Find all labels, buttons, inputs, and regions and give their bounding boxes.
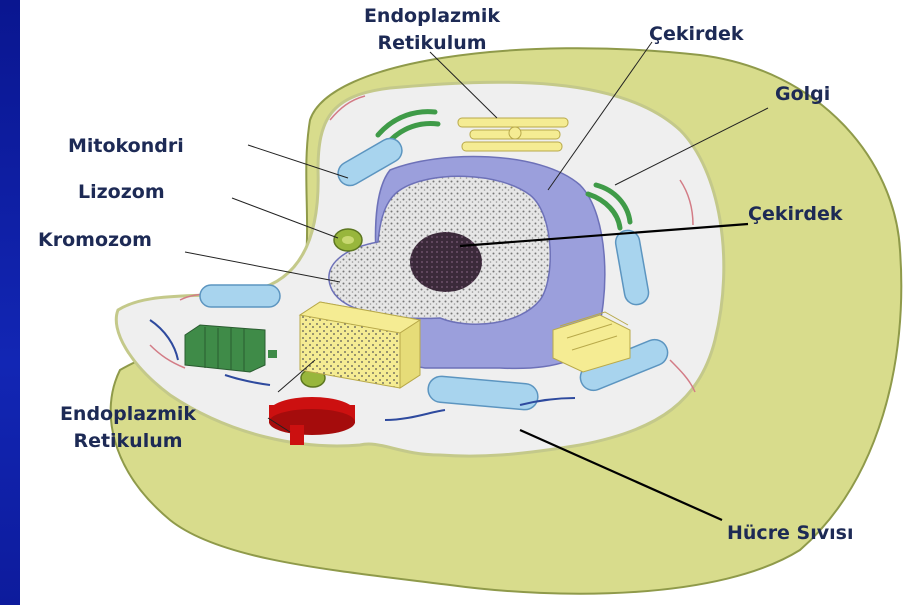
label-er-top-line2: Retikulum (377, 32, 486, 54)
label-hucre-sivisi: Hücre Sıvısı (727, 522, 853, 544)
golgi-block (185, 325, 277, 372)
er-top (458, 118, 568, 151)
label-er-top-line1: Endoplazmik (364, 5, 500, 27)
label-mitokondri: Mitokondri (68, 135, 184, 157)
label-cekirdek-top: Çekirdek (649, 23, 744, 45)
label-cekirdek-right: Çekirdek (748, 203, 843, 225)
label-lizozom: Lizozom (78, 181, 165, 203)
label-golgi: Golgi (775, 83, 830, 105)
lysosome (334, 229, 362, 251)
label-er-bottom-line2: Retikulum (73, 430, 182, 452)
label-er-bottom-line1: Endoplazmik (60, 403, 196, 425)
label-kromozom: Kromozom (38, 229, 152, 251)
nucleolus (410, 232, 482, 292)
